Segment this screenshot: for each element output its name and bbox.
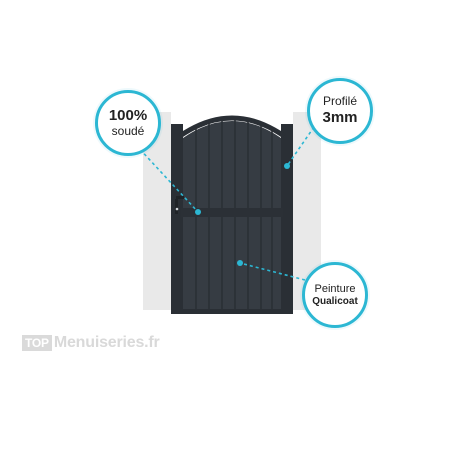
callout-connectors (135, 126, 315, 281)
callout-profile-value: 3mm (322, 109, 358, 127)
watermark-text: Menuiseries.fr (53, 334, 160, 351)
brand-watermark: TOP Menuiseries.fr (22, 334, 160, 352)
callout-profile-label: Profilé (322, 94, 357, 109)
gate-bottom-rail (171, 309, 293, 314)
watermark-box: TOP (22, 335, 52, 351)
callout-soude-value: 100% (108, 107, 148, 125)
gate-top-rail (178, 115, 286, 139)
gate-middle-rail (181, 208, 283, 217)
callout-profile: Profilé 3mm (307, 78, 373, 144)
callout-paint-label: Peinture (314, 282, 356, 295)
left-post (171, 124, 183, 313)
right-post (281, 124, 293, 313)
callout-paint-value: Qualicoat (312, 295, 358, 307)
callout-soude: 100% soudé (95, 90, 161, 156)
gate-handle (175, 196, 184, 214)
callout-paint: Peinture Qualicoat (302, 262, 368, 328)
callout-soude-label: soudé (111, 123, 145, 138)
callout-dots (195, 163, 290, 266)
